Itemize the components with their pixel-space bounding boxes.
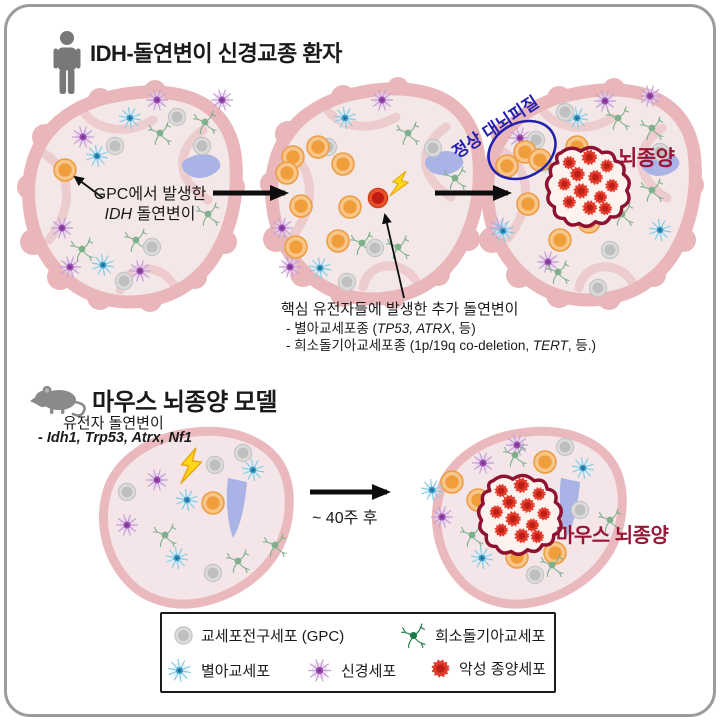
gpc-annotation: GPC에서 발생한 IDH 돌연변이 [75, 185, 225, 225]
gpc-cell [337, 272, 357, 292]
rcell-cell [367, 187, 389, 209]
gpc-cell [117, 482, 137, 502]
oligodendrocyte-icon [400, 623, 426, 649]
ocell-cell [289, 194, 313, 218]
gpc-cell [233, 443, 253, 463]
legend-box: 교세포전구세포 (GPC) 희소돌기아교세포 별아교세포 신경세포 악성 종양세… [160, 612, 556, 693]
legend-label: 악성 종양세포 [459, 661, 546, 678]
legend-label: 신경세포 [341, 663, 397, 680]
gpc-cell [555, 437, 575, 457]
gpc-annotation-line1: GPC에서 발생한 [93, 186, 207, 203]
ocell-cell [528, 148, 552, 172]
ocell-cell [201, 491, 225, 515]
ocell-cell [275, 161, 299, 185]
gpc-cell [192, 136, 212, 156]
ocell-cell [533, 450, 557, 474]
malignant-tumor-cell-icon [431, 659, 450, 678]
mouse-icon [30, 385, 86, 417]
gpc-cell [423, 138, 443, 158]
gpc-annotation-line2: IDH 돌연변이 [104, 206, 196, 223]
gpc-cell [525, 565, 545, 585]
person-icon [53, 31, 81, 94]
mouse-arrow-label: ~ 40주 후 [312, 510, 378, 527]
gpc-cell [167, 107, 187, 127]
extra-mutation-annotation: 핵심 유전자들에 발생한 추가 돌연변이 - 별아교세포종 (TP53, ATR… [281, 300, 596, 355]
ocell-cell [326, 229, 350, 253]
astrocyte-icon [167, 658, 192, 683]
extra-mutation-title: 핵심 유전자들에 발생한 추가 돌연변이 [281, 301, 519, 318]
legend-item-astrocyte: 별아교세포 [166, 657, 270, 684]
mouse-mutation-line2: - Idh1, Trp53, Atrx, Nf1 [38, 430, 192, 446]
gpc-cell-icon [174, 626, 193, 645]
gpc-cell [205, 455, 225, 475]
ocell-cell [331, 152, 355, 176]
gpc-cell [588, 278, 608, 298]
legend-item-oligodendrocyte: 희소돌기아교세포 [400, 622, 545, 649]
gpc-cell [365, 238, 385, 258]
ocell-cell [306, 135, 330, 159]
normal-cortex-outline [487, 119, 557, 181]
mouse-section-title: 마우스 뇌종양 모델 [92, 389, 277, 416]
ocell-cell [516, 192, 540, 216]
mouse-brain-before [104, 431, 290, 604]
legend-label: 희소돌기아교세포 [435, 628, 546, 645]
gpc-cell [203, 563, 223, 583]
patient-section-title: IDH-돌연변이 신경교종 환자 [90, 41, 342, 66]
gpc-cell [142, 237, 162, 257]
ocell-cell [440, 470, 464, 494]
legend-label: 별아교세포 [201, 663, 271, 680]
gpc-cell [600, 240, 620, 260]
ocell-cell [548, 228, 572, 252]
gpc-cell [114, 271, 134, 291]
extra-mutation-item1: - 별아교세포종 (TP53, ATRX, 등) [286, 320, 476, 336]
gpc-cell [105, 136, 125, 156]
neuron-icon [307, 658, 332, 683]
mouse-tumor-label: 마우스 뇌종양 [556, 525, 669, 547]
legend-item-neuron: 신경세포 [306, 657, 396, 684]
legend-item-malignant-tumor-cell: 악성 종양세포 [430, 658, 546, 679]
ocell-cell [284, 235, 308, 259]
legend-label: 교세포전구세포 (GPC) [201, 628, 345, 645]
brain-tumor-label: 뇌종양 [618, 147, 675, 170]
gpc-annotation-arrow [73, 175, 104, 199]
mutation-annotation-arrow [382, 213, 405, 299]
mouse-mutation-line1: 유전자 돌연변이 [63, 415, 164, 432]
legend-item-gpc: 교세포전구세포 (GPC) [174, 625, 344, 646]
ocell-cell [338, 195, 362, 219]
extra-mutation-item2: - 희소돌기아교세포종 (1p/19q co-deletion, TERT, 등… [286, 338, 597, 354]
ocell-cell [53, 158, 77, 182]
gpc-cell [570, 500, 590, 520]
gpc-cell [555, 102, 575, 122]
